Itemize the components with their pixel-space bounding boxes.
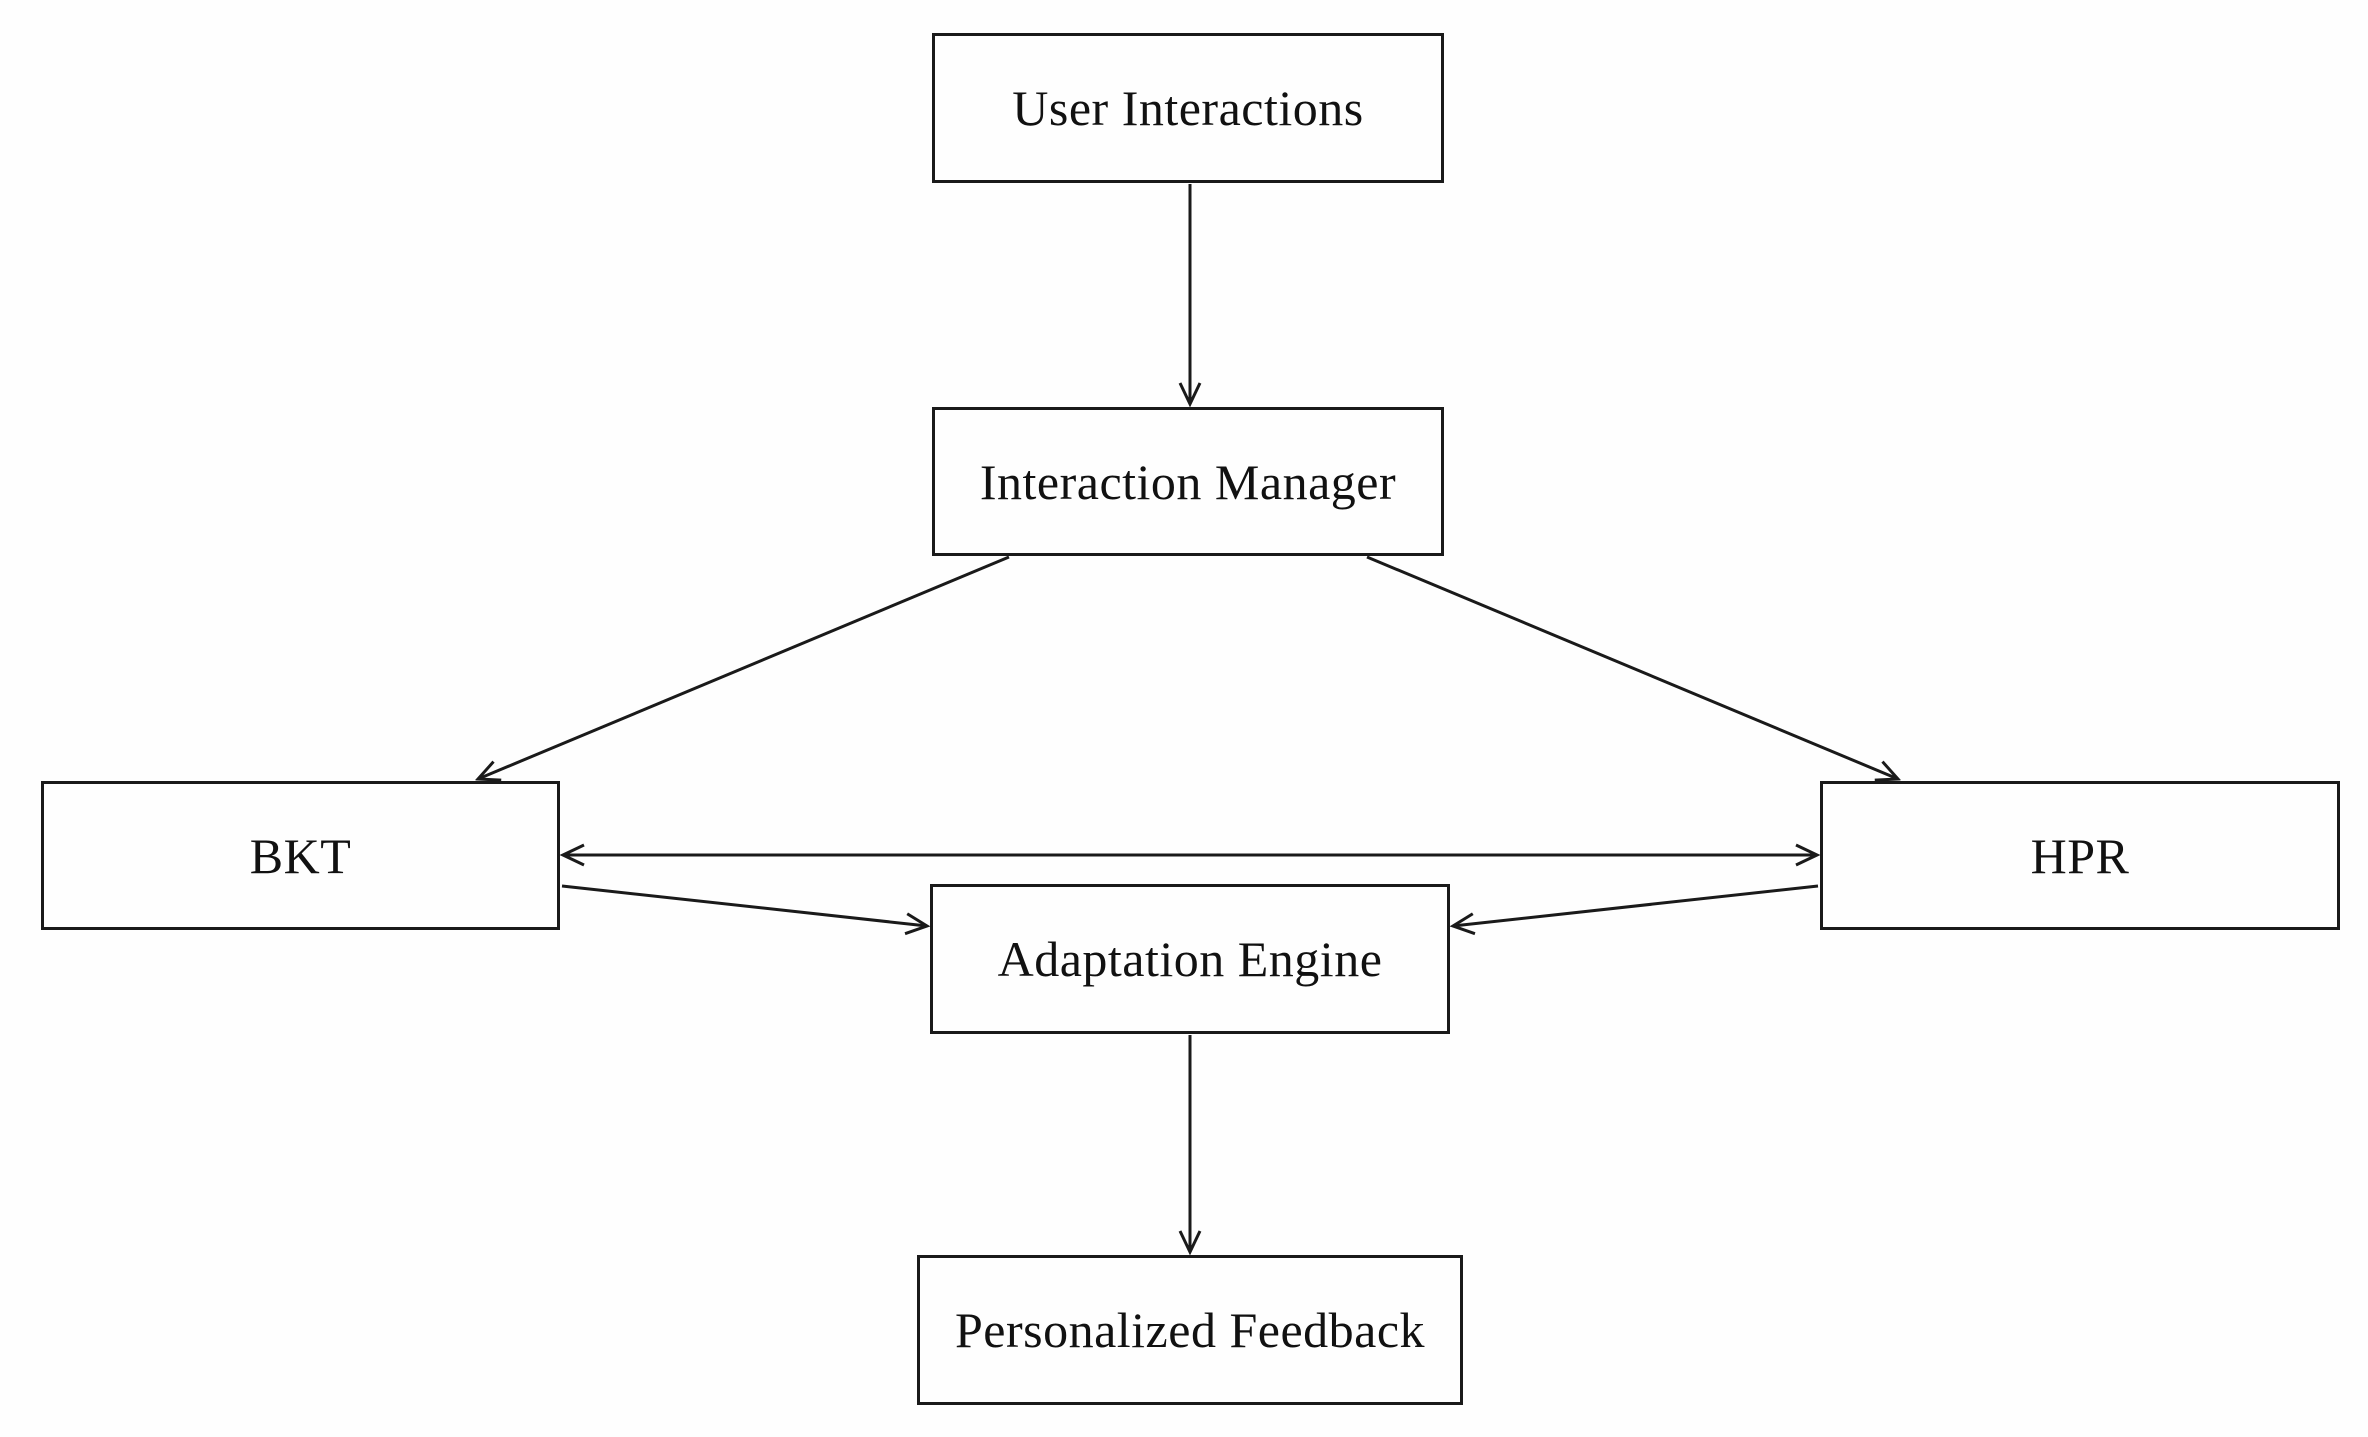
node-interaction-manager-label: Interaction Manager — [979, 453, 1397, 510]
arrow-interaction-manager-to-bkt — [478, 555, 1010, 779]
node-user-interactions-label: User Interactions — [1012, 80, 1364, 136]
node-interaction-manager: Interaction Manager — [932, 407, 1444, 556]
node-bkt-label: BKT — [249, 827, 352, 884]
node-personalized-feedback-label: Personalized Feedback — [954, 1302, 1426, 1358]
node-bkt: BKT — [41, 781, 560, 930]
node-hpr: HPR — [1820, 781, 2340, 930]
arrow-interaction-manager-to-hpr — [1366, 555, 1898, 779]
node-adaptation-engine-label: Adaptation Engine — [997, 931, 1383, 987]
arrow-bkt-to-adaptation-engine — [561, 884, 927, 926]
node-adaptation-engine: Adaptation Engine — [930, 884, 1450, 1034]
arrow-hpr-to-adaptation-engine — [1453, 884, 1819, 926]
node-hpr-label: HPR — [2030, 827, 2130, 884]
node-personalized-feedback: Personalized Feedback — [917, 1255, 1463, 1405]
node-user-interactions: User Interactions — [932, 33, 1444, 183]
